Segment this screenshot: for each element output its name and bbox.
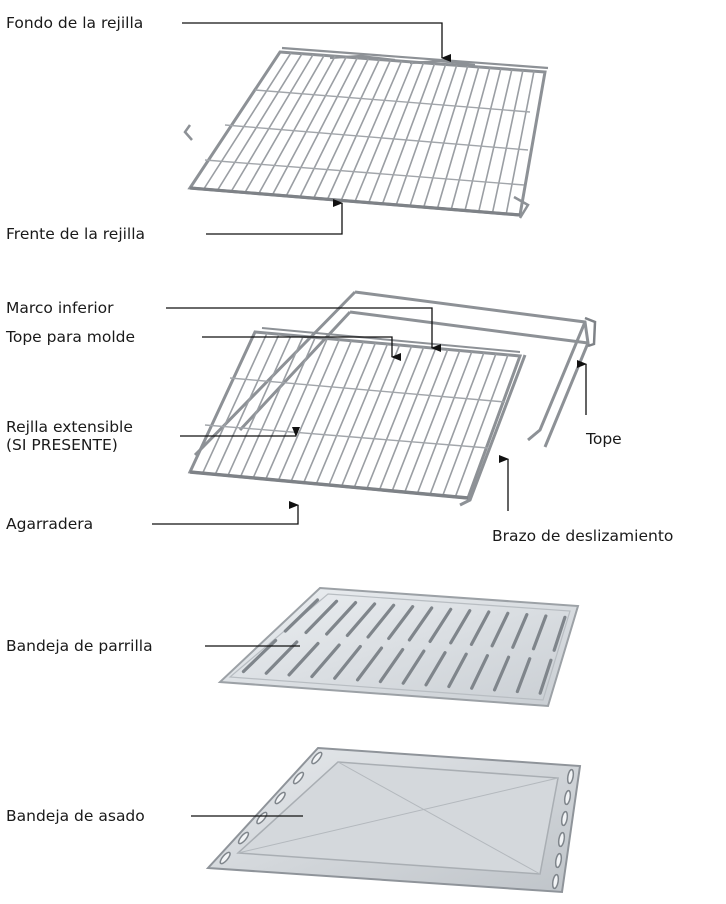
rack-slat (491, 70, 524, 213)
grill-slot (424, 651, 447, 687)
rack-slat (239, 336, 304, 478)
rack-slat (216, 53, 303, 191)
grill-slot (387, 605, 415, 641)
rack-slat (454, 354, 509, 498)
rack-slat (404, 350, 461, 493)
rack-slat (366, 346, 425, 489)
rim-hole (566, 768, 575, 785)
grill-slot (283, 598, 320, 633)
rim-hole (560, 810, 569, 827)
label-rack-front: Frente de la rejilla (6, 225, 146, 243)
rack-slat (450, 67, 491, 210)
grill-slot (304, 599, 339, 635)
rack-slat (368, 62, 425, 203)
rack-slat (252, 337, 316, 479)
rack-slat (353, 345, 413, 488)
grill-slot (470, 654, 489, 690)
rack-slat (340, 60, 403, 201)
grill-slot (515, 657, 532, 694)
grill-slot (511, 613, 529, 649)
rack-slat (271, 56, 347, 196)
rack-slat (315, 342, 377, 485)
grill-slot (345, 602, 377, 638)
rack-slat (505, 71, 535, 215)
rack-slat (441, 353, 497, 496)
grill-slot (428, 607, 453, 643)
grill-slot (531, 614, 548, 651)
rack-slat (258, 55, 336, 195)
rim-hole (551, 873, 560, 890)
grill-slot (469, 610, 491, 646)
roasting-tray (205, 746, 582, 894)
rack-slat (395, 64, 447, 206)
rack-slat (429, 352, 485, 495)
grill-slot (538, 658, 553, 695)
grill-slot (355, 646, 384, 682)
grill-slot (490, 611, 510, 648)
rack-slat (230, 54, 314, 192)
rim-hole (274, 791, 286, 805)
leader-lines (152, 22, 587, 817)
label-pan-stop: Tope para molde (6, 328, 136, 346)
rack-slat (354, 61, 414, 202)
label-roasting-tray: Bandeja de asado (6, 807, 145, 825)
rim-hole (237, 831, 250, 845)
rack-slat (436, 66, 480, 209)
grill-slot (287, 641, 320, 677)
rim-hole (292, 771, 305, 785)
grill-slot (333, 644, 362, 680)
rack-slat (409, 65, 458, 207)
grill-slot (310, 643, 341, 679)
grill-slot (492, 655, 511, 692)
label-rack-back: Fondo de la rejilla (6, 14, 144, 32)
rack-slat (290, 340, 353, 482)
rack-slat (464, 68, 502, 211)
rack-slat (285, 57, 359, 197)
rack-slat (378, 348, 437, 491)
rim-hole (554, 852, 563, 869)
rack-slat (381, 63, 436, 205)
rack-slat (244, 54, 325, 193)
rack-slat (302, 341, 365, 483)
label-handle: Agarradera (6, 515, 94, 533)
grill-slot (407, 606, 434, 642)
rack-slat (299, 58, 370, 198)
rim-hole (219, 851, 231, 865)
rack-slat (313, 59, 381, 199)
rim-hole (563, 789, 572, 806)
rack-slat (214, 333, 280, 475)
rack-slat (227, 334, 292, 476)
telescopic-rack (187, 290, 597, 507)
rack-slat (265, 338, 329, 480)
rack-slat (477, 69, 513, 212)
grill-slot (552, 615, 567, 652)
rack-slat (391, 349, 449, 492)
label-grill-tray: Bandeja de parrilla (6, 637, 153, 655)
grill-slot (325, 601, 358, 636)
label-stop: Tope (586, 430, 622, 448)
label-extensible-rack-1: Rejlla extensible (6, 418, 133, 436)
rim-hole (557, 831, 566, 848)
rack-slat (422, 65, 469, 208)
label-lower-frame: Marco inferior (6, 299, 114, 317)
rack-slat (203, 52, 292, 190)
rack-slat (326, 60, 392, 200)
label-slide-arm: Brazo de deslizamiento (492, 527, 674, 545)
rack-slat (340, 344, 401, 487)
rack-slat (328, 343, 389, 486)
label-extensible-rack-2: (SI PRESENTE) (6, 436, 118, 454)
rim-hole (311, 751, 323, 765)
grill-slot (449, 609, 472, 645)
rack-slat (277, 339, 341, 481)
grill-slot (264, 640, 299, 675)
grill-tray (217, 586, 580, 708)
grill-slot (447, 652, 468, 689)
oven-rack (183, 46, 549, 219)
grill-slot (378, 647, 405, 684)
rack-slat (201, 332, 268, 474)
grill-slot (366, 603, 396, 639)
grill-slot (401, 649, 426, 685)
rack-slat (416, 351, 473, 494)
